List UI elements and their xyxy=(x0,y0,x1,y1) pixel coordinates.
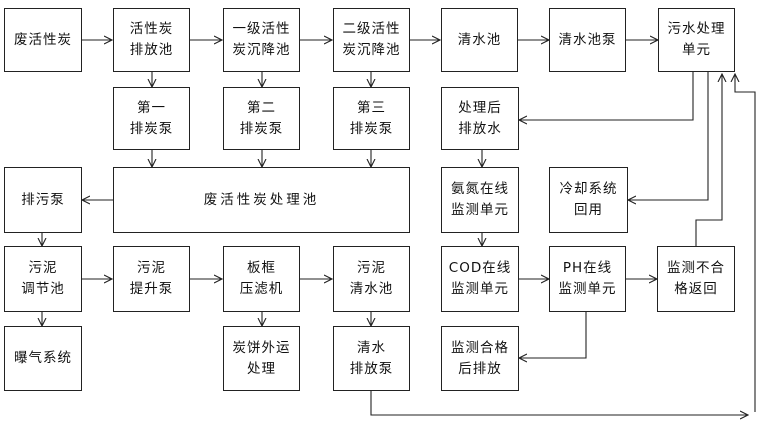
node-clear-water-tank: 清水池 xyxy=(441,8,518,72)
arrow-clear-pump-to-sewage xyxy=(370,391,748,415)
node-sludge-tank: 污泥 调节池 xyxy=(4,246,82,312)
arrow-ph-to-pass xyxy=(519,312,587,358)
node-secondary-settling-tank: 二级活性 炭沉降池 xyxy=(333,8,410,72)
node-cod-monitor: COD在线 监测单元 xyxy=(441,246,519,312)
node-waste-carbon: 废活性炭 xyxy=(4,8,82,72)
node-treated-discharge: 处理后 排放水 xyxy=(441,87,519,150)
node-carbon-discharge-tank: 活性炭 排放池 xyxy=(113,8,190,72)
node-ammonia-monitor: 氨氮在线 监测单元 xyxy=(441,167,519,233)
node-pass-discharge: 监测合格 后排放 xyxy=(441,326,519,391)
node-fail-return: 监测不合 格返回 xyxy=(657,246,735,312)
node-ph-monitor: PH在线 监测单元 xyxy=(549,246,626,312)
node-filter-press: 板框 压滤机 xyxy=(223,246,300,312)
node-cooling-reuse: 冷却系统 回用 xyxy=(549,167,628,233)
arrow-sewage-to-treated xyxy=(519,72,694,120)
node-carbon-pump-3: 第三 排炭泵 xyxy=(333,87,410,150)
node-carbon-pump-2: 第二 排炭泵 xyxy=(223,87,300,150)
node-waste-carbon-treatment-tank: 废活性炭处理池 xyxy=(113,167,410,233)
node-cake-transport: 炭饼外运 处理 xyxy=(223,326,300,391)
arrow-loop-up-to-sewage xyxy=(735,74,756,412)
node-sewage-unit: 污水处理 单元 xyxy=(658,8,735,72)
node-sewage-pump: 排污泵 xyxy=(4,167,82,233)
arrow-fail-to-sewage xyxy=(695,74,722,246)
node-sludge-clear-tank: 污泥 清水池 xyxy=(333,246,410,312)
node-primary-settling-tank: 一级活性 炭沉降池 xyxy=(223,8,300,72)
arrow-sewage-to-cooling xyxy=(628,72,709,200)
node-carbon-pump-1: 第一 排炭泵 xyxy=(113,87,190,150)
node-clear-water-pump: 清水池泵 xyxy=(549,8,626,72)
node-aeration: 曝气系统 xyxy=(4,326,82,391)
node-clear-discharge-pump: 清水 排放泵 xyxy=(333,326,410,391)
node-sludge-lift-pump: 污泥 提升泵 xyxy=(113,246,190,312)
